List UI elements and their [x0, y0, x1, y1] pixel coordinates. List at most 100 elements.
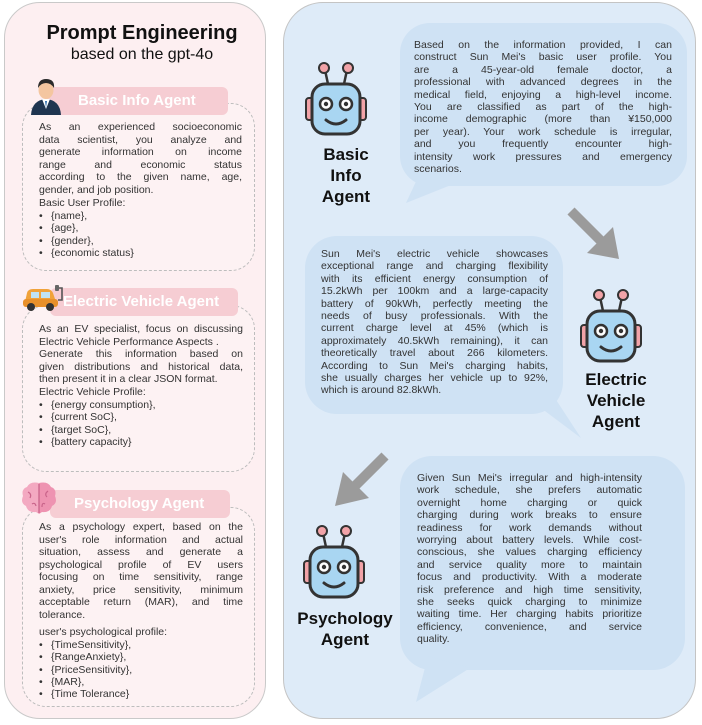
response-line: Sun Mei's electric vehicle showcases [321, 248, 548, 260]
profile-field: {energy consumption}, [39, 399, 156, 411]
instruction-line: focusing on time sensitivity, range [39, 571, 243, 583]
response-line: risk preference and high time sensitivit… [417, 583, 642, 596]
instruction-line: situation, assess and generate a [39, 546, 243, 558]
instruction-line: As a psychology expert, based on the [39, 521, 243, 533]
instruction-line: As an experienced socioeconomic [39, 121, 242, 133]
panel-subtitle: based on the gpt-4o [70, 46, 214, 63]
response-line: she usually charges her vehicle up to 92… [321, 372, 548, 385]
instruction-line: according to the given name, age, [39, 171, 242, 183]
response-line: approximately 40.5kWh remaining), it can [321, 334, 548, 347]
ev-agent-tab: Electric Vehicle Agent [50, 288, 238, 316]
response-line: construct Sun Mei's basic user profile. … [414, 51, 672, 64]
response-line: per year). Your work schedule is irregul… [414, 125, 672, 138]
response-line: intensity work pressures and emergency [414, 150, 672, 163]
response-line: and you frequently encounter high- [414, 138, 672, 151]
profile-field: {Time Tolerance} [39, 688, 132, 700]
instruction-line: user's role information and actual [39, 533, 243, 546]
basic-agent-instructions: As an experienced socioeconomic data sci… [39, 121, 242, 196]
instruction-line: range and economic status [39, 158, 242, 171]
response-line: professional with advanced degrees in th… [414, 76, 672, 89]
ev-agent-label: Electric Vehicle Agent [585, 370, 647, 431]
instruction-line: Electric Vehicle Performance Aspects . [39, 335, 219, 348]
profile-field: {PriceSensitivity}, [39, 664, 132, 676]
response-line: waiting time. Her charging habits priori… [417, 608, 642, 621]
ev-response-text: Sun Mei's electric vehicle showcases exc… [321, 248, 548, 397]
instruction-line: anxiety, price sensitivity, minimum [39, 583, 243, 596]
instruction-line: given distributions and historical data, [39, 360, 243, 373]
profile-field: {name}, [39, 210, 134, 222]
response-line: exceptional range and charging flexibili… [321, 260, 548, 273]
psych-response-bubble [400, 456, 685, 702]
psych-profile-fields: {TimeSensitivity}, {RangeAnxiety}, {Pric… [39, 639, 132, 700]
basic-profile-fields: {name}, {age}, {gender}, {economic statu… [39, 210, 134, 259]
down-right-arrow-icon [567, 207, 619, 259]
basic-response-bubble [400, 23, 687, 203]
response-line: 15.2kWh per 100km and a large-capacity [321, 285, 548, 298]
response-line: and service quality more to maintain [417, 558, 642, 571]
instruction-line: then present it in a clear JSON format. [39, 373, 218, 385]
profile-field: {MAR}, [39, 676, 132, 688]
profile-field: {current SoC}, [39, 411, 156, 423]
response-line: worrying about battery levels. While cos… [417, 534, 642, 547]
response-line: which is around 82.8kWh. [321, 384, 442, 397]
response-line: focus and productivity. With a moderate [417, 571, 642, 584]
robot-icon [305, 62, 367, 136]
response-line: needs of busy professionals. With the [321, 310, 548, 323]
instruction-line: psychological profile of EV users [39, 558, 243, 571]
panel-title: Prompt Engineering [46, 22, 238, 44]
psych-agent-tab: Psychology Agent [50, 490, 230, 518]
response-line: she seeks quick charging to minimize [417, 596, 642, 609]
response-line: quality. [417, 633, 450, 646]
instruction-line: data scientist, you analyze and [39, 133, 242, 146]
instruction-line: tolerance. [39, 608, 86, 621]
response-line: theoretically travel about 266 kilometer… [321, 347, 548, 360]
electric-car-icon [23, 285, 63, 311]
psych-response-text: Given Sun Mei's irregular and high-inten… [417, 472, 642, 646]
response-line: Given Sun Mei's irregular and high-inten… [417, 472, 642, 484]
ev-profile-fields: {energy consumption}, {current SoC}, {ta… [39, 399, 156, 448]
response-line: scenarios. [414, 163, 462, 176]
profile-field: {RangeAnxiety}, [39, 651, 132, 663]
response-line: income demographic (more than ¥150,000 [414, 113, 672, 126]
basic-response-text: Based on the information provided, I can… [414, 39, 672, 175]
profile-field: {battery capacity} [39, 436, 156, 448]
instruction-line: gender, and job position. [39, 183, 154, 196]
basic-profile-label: Basic User Profile: [39, 197, 126, 209]
profile-field: {TimeSensitivity}, [39, 639, 132, 651]
instruction-line: Generate this information based on [39, 348, 243, 360]
response-line: with its efficient energy consumption of [321, 272, 548, 285]
response-line: Based on the information provided, I can [414, 39, 672, 51]
response-line: battery of 90kWh, perfectly meeting the [321, 297, 548, 310]
profile-field: {economic status} [39, 247, 134, 259]
instruction-line: acceptable return (MAR), and time [39, 596, 243, 608]
profile-field: {gender}, [39, 235, 134, 247]
instruction-line: As an EV specialist, focus on discussing [39, 323, 243, 335]
basic-agent-label: Basic Info Agent [321, 145, 371, 206]
psych-profile-label: user's psychological profile: [39, 626, 168, 638]
psych-agent-label: Psychology Agent [297, 609, 393, 649]
response-line: medical field, enjoying a high-level inc… [414, 88, 672, 101]
down-left-arrow-icon [335, 452, 389, 506]
response-line: readiness for work demands without [417, 521, 642, 534]
response-line: According to Sun Mei's charging habits, [321, 359, 548, 372]
psych-agent-instructions: As a psychology expert, based on the use… [39, 521, 243, 621]
ev-agent-instructions: As an EV specialist, focus on discussing… [39, 323, 243, 386]
response-line: overnight home charging or quick [417, 496, 642, 509]
robot-icon [303, 525, 365, 599]
response-line: conscious, she values charging efficienc… [417, 546, 642, 559]
response-line: efficiency, convenience, and service [417, 620, 642, 633]
ev-profile-label: Electric Vehicle Profile: [39, 386, 146, 398]
instruction-line: generate information on income [39, 146, 242, 158]
robot-icon [580, 289, 642, 363]
profile-field: {age}, [39, 222, 134, 234]
ev-response-bubble [305, 236, 581, 438]
response-line: work schedule, she prefers automatic [417, 484, 642, 497]
response-line: charging during work breaks to ensure [417, 509, 642, 522]
brain-icon [22, 482, 56, 514]
response-line: current charge level at 45% (which is [321, 322, 548, 335]
doctor-avatar-icon [31, 79, 61, 115]
basic-agent-tab: Basic Info Agent [45, 87, 228, 115]
profile-field: {target SoC}, [39, 424, 156, 436]
response-line: are a 45-year-old female doctor, a [414, 63, 672, 76]
response-line: You are classified as part of the high- [414, 101, 672, 114]
